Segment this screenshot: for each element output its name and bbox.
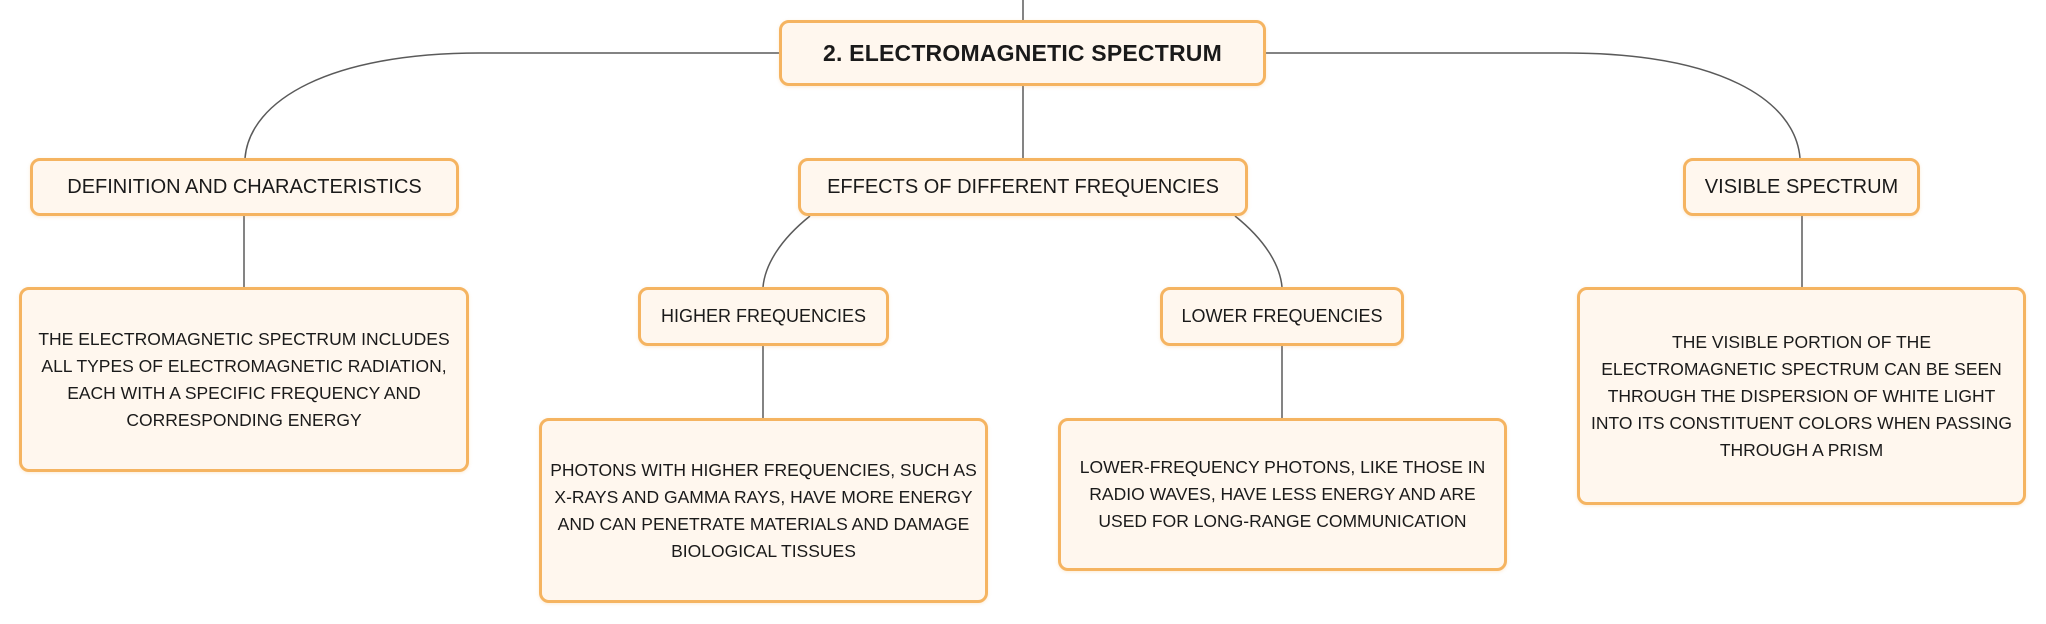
effects-node-label: EFFECTS OF DIFFERENT FREQUENCIES (827, 175, 1219, 198)
connector-root-to-definition (244, 52, 779, 159)
higher-frequencies-detail-node[interactable]: PHOTONS WITH HIGHER FREQUENCIES, SUCH AS… (539, 418, 988, 603)
lower-frequencies-detail-node[interactable]: LOWER-FREQUENCY PHOTONS, LIKE THOSE IN R… (1058, 418, 1507, 571)
higher-frequencies-node-label: HIGHER FREQUENCIES (660, 306, 867, 326)
definition-node[interactable]: DEFINITION AND CHARACTERISTICS (30, 158, 459, 216)
lower-frequencies-node-label: LOWER FREQUENCIES (1181, 306, 1383, 326)
effects-node[interactable]: EFFECTS OF DIFFERENT FREQUENCIES (798, 158, 1248, 216)
visible-spectrum-detail-text: THE VISIBLE PORTION OF THE ELECTROMAGNET… (1590, 331, 2013, 460)
lower-frequencies-detail-text: LOWER-FREQUENCY PHOTONS, LIKE THOSE IN R… (1079, 457, 1486, 531)
connector-effects-to-lower (1234, 215, 1283, 288)
root-node[interactable]: 2. ELECTROMAGNETIC SPECTRUM (779, 20, 1266, 86)
connector-root-to-visible (1266, 52, 1801, 159)
visible-spectrum-node[interactable]: VISIBLE SPECTRUM (1683, 158, 1920, 216)
higher-frequencies-detail-text: PHOTONS WITH HIGHER FREQUENCIES, SUCH AS… (550, 459, 977, 561)
definition-detail-node[interactable]: THE ELECTROMAGNETIC SPECTRUM INCLUDES AL… (19, 287, 469, 472)
definition-detail-text: THE ELECTROMAGNETIC SPECTRUM INCLUDES AL… (38, 328, 450, 430)
definition-node-label: DEFINITION AND CHARACTERISTICS (67, 175, 422, 198)
root-node-label: 2. ELECTROMAGNETIC SPECTRUM (823, 39, 1222, 66)
lower-frequencies-node[interactable]: LOWER FREQUENCIES (1160, 287, 1404, 346)
connector-effects-to-higher (762, 215, 811, 288)
visible-spectrum-detail-node[interactable]: THE VISIBLE PORTION OF THE ELECTROMAGNET… (1577, 287, 2026, 505)
higher-frequencies-node[interactable]: HIGHER FREQUENCIES (638, 287, 889, 346)
visible-spectrum-node-label: VISIBLE SPECTRUM (1704, 175, 1899, 198)
